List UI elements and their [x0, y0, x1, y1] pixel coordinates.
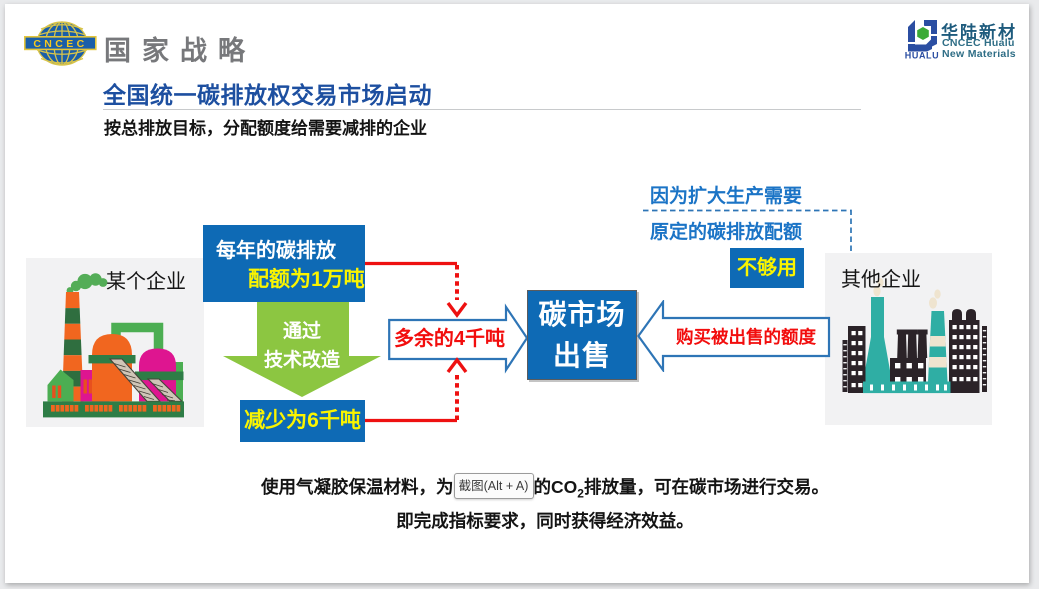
- right-company-label: 其他企业: [841, 269, 921, 291]
- cream-smoke-icon: [873, 278, 941, 309]
- quota-box: 每年的碳排放 配额为1万吨: [203, 225, 365, 302]
- left-ladder: [842, 340, 848, 392]
- right-company-panel: 其他企业: [825, 253, 992, 425]
- red-arrowhead-down-icon: [446, 301, 468, 318]
- slide: CNCEC 国家战略 HUALU 华陆新材 CNCEC Hualu New Ma…: [5, 4, 1029, 583]
- green-arrow-label2: 技术改造: [263, 350, 340, 371]
- hualu-name-en2: New Materials: [942, 48, 1016, 60]
- left-tower: [848, 326, 866, 393]
- cncec-globe-logo: CNCEC: [24, 21, 97, 66]
- not-enough-box: 不够用: [730, 248, 804, 288]
- teal-spire: [863, 297, 892, 382]
- pipe-frame: [111, 322, 164, 353]
- hualu-name-en1: CNCEC Hualu: [942, 37, 1015, 49]
- reason-note-line2: 原定的碳排放配额: [650, 222, 803, 243]
- hualu-logo: HUALU: [898, 16, 1030, 68]
- left-company-label: 某个企业: [106, 271, 186, 293]
- tooltip-anchor: 截图(Alt + A): [453, 473, 534, 499]
- red-arrowhead-up-icon: [446, 357, 468, 374]
- factory-illustration-left: [43, 273, 184, 418]
- right-ladder: [982, 326, 987, 392]
- hualu-mark-text: HUALU: [905, 51, 940, 61]
- green-arrow-label1: 通过: [282, 321, 321, 342]
- title-underline: [103, 109, 861, 110]
- reason-note-line1: 因为扩大生产需要: [650, 186, 803, 207]
- screenshot-tooltip: 截图(Alt + A): [453, 473, 534, 499]
- cncec-logo-text: CNCEC: [33, 38, 87, 50]
- surplus-callout-label: 多余的4千吨: [393, 328, 506, 350]
- factory-illustration-right: [842, 278, 987, 394]
- bottom-note-line2: 即完成指标要求，同时获得经济效益。: [396, 511, 694, 531]
- bottom-note-line1: 使用气凝胶保温材料，为截图(Alt + A)的CO2排放量，可在碳市场进行交易。: [61, 473, 1029, 501]
- bottom-note-line1-co2head: 的CO: [533, 477, 578, 497]
- quota-box-line2: 配额为1万吨: [248, 268, 365, 291]
- green-smoke-icon: [66, 273, 108, 294]
- base-windows: [51, 405, 181, 412]
- market-box-line1: 碳市场: [538, 299, 626, 330]
- left-company-panel: 某个企业: [26, 258, 204, 427]
- cncec-caption: 国家战略: [104, 36, 256, 67]
- reduced-box: 减少为6千吨: [240, 400, 365, 442]
- striped-teal-chimney: [928, 311, 948, 382]
- base-platform: [863, 381, 951, 394]
- orange-tank: [92, 334, 132, 402]
- conveyor-ramps: [108, 358, 184, 402]
- page-subtitle: 按总排放目标，分配额度给需要减排的企业: [104, 119, 427, 138]
- page-title: 全国统一碳排放权交易市场启动: [103, 82, 432, 108]
- right-tower: [949, 309, 980, 393]
- hualu-name-cn: 华陆新材: [941, 23, 1017, 42]
- hualu-logo-mark: HUALU: [905, 20, 940, 61]
- bottom-note-line1-suffix: 排放量，可在碳市场进行交易。: [583, 477, 829, 497]
- quota-box-line1: 每年的碳排放: [216, 240, 336, 262]
- buy-callout-label: 购买被出售的额度: [676, 327, 816, 347]
- market-box-line2: 出售: [552, 340, 611, 371]
- bottom-note-co2-sub: 2: [577, 486, 584, 501]
- market-box: 碳市场 出售: [527, 290, 637, 380]
- bottom-note-line1-prefix: 使用气凝胶保温材料，为: [261, 477, 454, 497]
